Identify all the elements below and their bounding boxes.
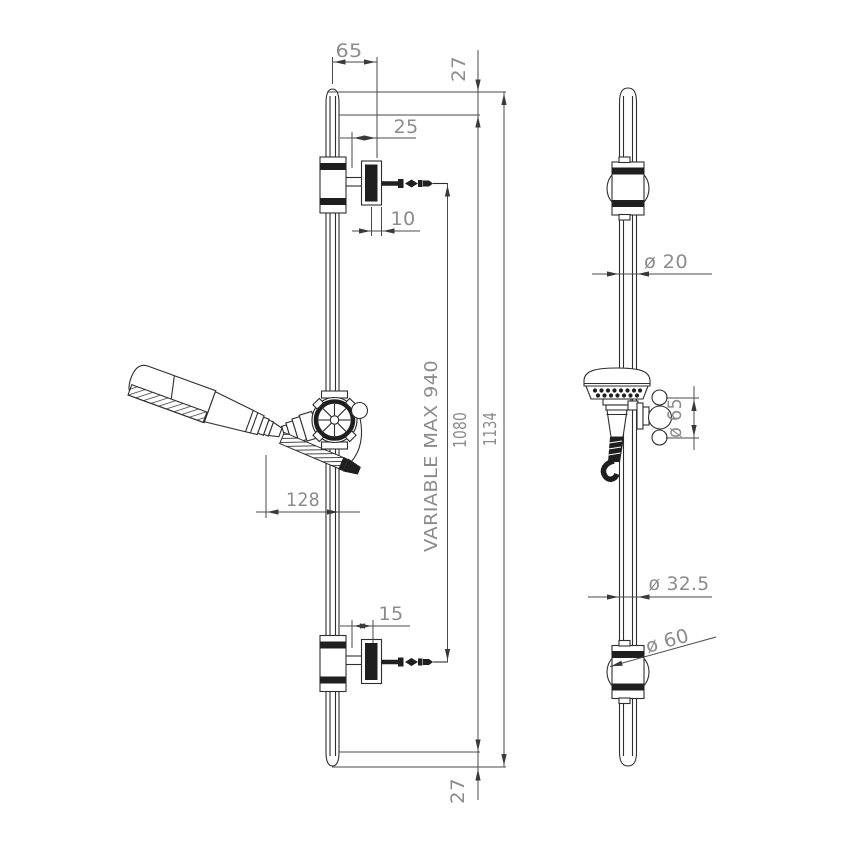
upper-wall-bracket-side xyxy=(606,156,650,221)
upper-fixing-screw xyxy=(381,179,448,188)
dim-label-lower-bracket-plate: 15 xyxy=(379,603,404,625)
dim-label-top-width: 65 xyxy=(336,40,363,62)
dim-label-upper-bracket-plate: 10 xyxy=(391,208,416,230)
dim-label-upper-bracket-reach: 25 xyxy=(394,116,419,138)
rail-bottom-cap-side xyxy=(618,751,638,767)
dim-rail-length-chain: 27 1080 27 xyxy=(447,50,481,804)
front-view: 65 27 1080 27 1134 xyxy=(127,40,507,804)
dim-label-handset-reach: 128 xyxy=(286,489,320,511)
hose-hang-line xyxy=(350,417,363,463)
hose-hook-side xyxy=(600,458,620,482)
wheel-spokes xyxy=(318,404,351,436)
dim-lower-bracket-plate: 15 xyxy=(340,603,410,648)
hand-shower-front xyxy=(127,364,283,438)
rail-bottom-cap xyxy=(325,751,340,767)
dim-lower-tube-diameter: ø 32.5 xyxy=(588,573,712,600)
dim-upper-bracket-reach: 25 xyxy=(340,116,419,168)
dim-upper-bracket-plate: 10 xyxy=(352,207,420,236)
dim-label-rail-length: 1080 xyxy=(451,412,471,448)
dim-label-lower-tube-diameter: ø 32.5 xyxy=(649,573,710,595)
shower-hose-front xyxy=(278,431,361,475)
dim-label-slider-knob-diameter: ø 65 xyxy=(664,398,686,438)
hand-shower-side xyxy=(583,367,651,482)
dim-label-bottom-offset: 27 xyxy=(447,778,469,804)
head-dome xyxy=(583,367,651,387)
dim-bracket-spacing: VARIABLE MAX 940 xyxy=(422,183,451,662)
lower-wall-bracket-side xyxy=(606,639,650,705)
dim-top-width: 65 xyxy=(332,40,378,158)
dim-handset-reach: 128 xyxy=(256,455,360,518)
spray-face xyxy=(127,383,208,424)
slider-wheel-front xyxy=(311,390,369,450)
dim-overall-height: 1134 xyxy=(481,92,507,767)
side-view: ø 20 ø 65 ø 32.5 ø 60 xyxy=(583,87,717,767)
dim-label-overall-height: 1134 xyxy=(481,412,501,446)
dim-label-bracket-spacing: VARIABLE MAX 940 xyxy=(422,360,442,552)
dim-label-top-offset: 27 xyxy=(448,56,470,82)
dim-slider-knob-diameter: ø 65 xyxy=(664,386,699,450)
rail-top-cap-side xyxy=(618,87,638,104)
dim-label-bracket-diameter: ø 60 xyxy=(643,625,691,658)
hose-wrap-side xyxy=(608,437,624,462)
slider-lock-knob xyxy=(350,401,369,420)
handle xyxy=(203,390,265,436)
lower-fixing-screw xyxy=(381,657,448,667)
dim-label-rail-diameter: ø 20 xyxy=(644,251,688,273)
spray-nozzles xyxy=(592,388,643,398)
upper-wall-bracket-front xyxy=(319,156,448,214)
dim-rail-diameter: ø 20 xyxy=(592,251,712,277)
rail-top-cap xyxy=(325,88,340,104)
lower-wall-bracket-front xyxy=(319,634,448,693)
